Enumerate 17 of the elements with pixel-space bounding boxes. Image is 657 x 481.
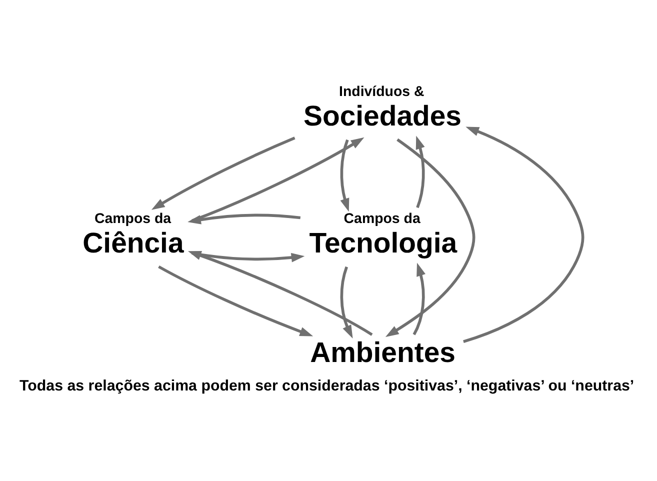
arrow <box>192 252 305 262</box>
node-text: Ambientes <box>310 336 456 369</box>
arrow <box>412 262 426 336</box>
arrow <box>188 214 301 224</box>
arrow <box>463 126 584 343</box>
arrow <box>151 136 296 210</box>
node-text: Campos da Ciência <box>82 210 184 260</box>
caption: Todas as relações acima podem ser consideradas ‘positivas’, ‘negativas’ ou ‘neutras’ <box>20 378 634 395</box>
node-text: Indivíduos & Sociedades <box>304 84 462 132</box>
node-text: Campos da Tecnologia <box>309 210 458 260</box>
arrow <box>192 137 364 222</box>
arrow <box>340 139 350 212</box>
arrow <box>385 138 476 338</box>
arrow <box>158 265 314 336</box>
arrow <box>416 136 425 208</box>
arrow <box>340 266 353 338</box>
arrow <box>188 251 373 336</box>
